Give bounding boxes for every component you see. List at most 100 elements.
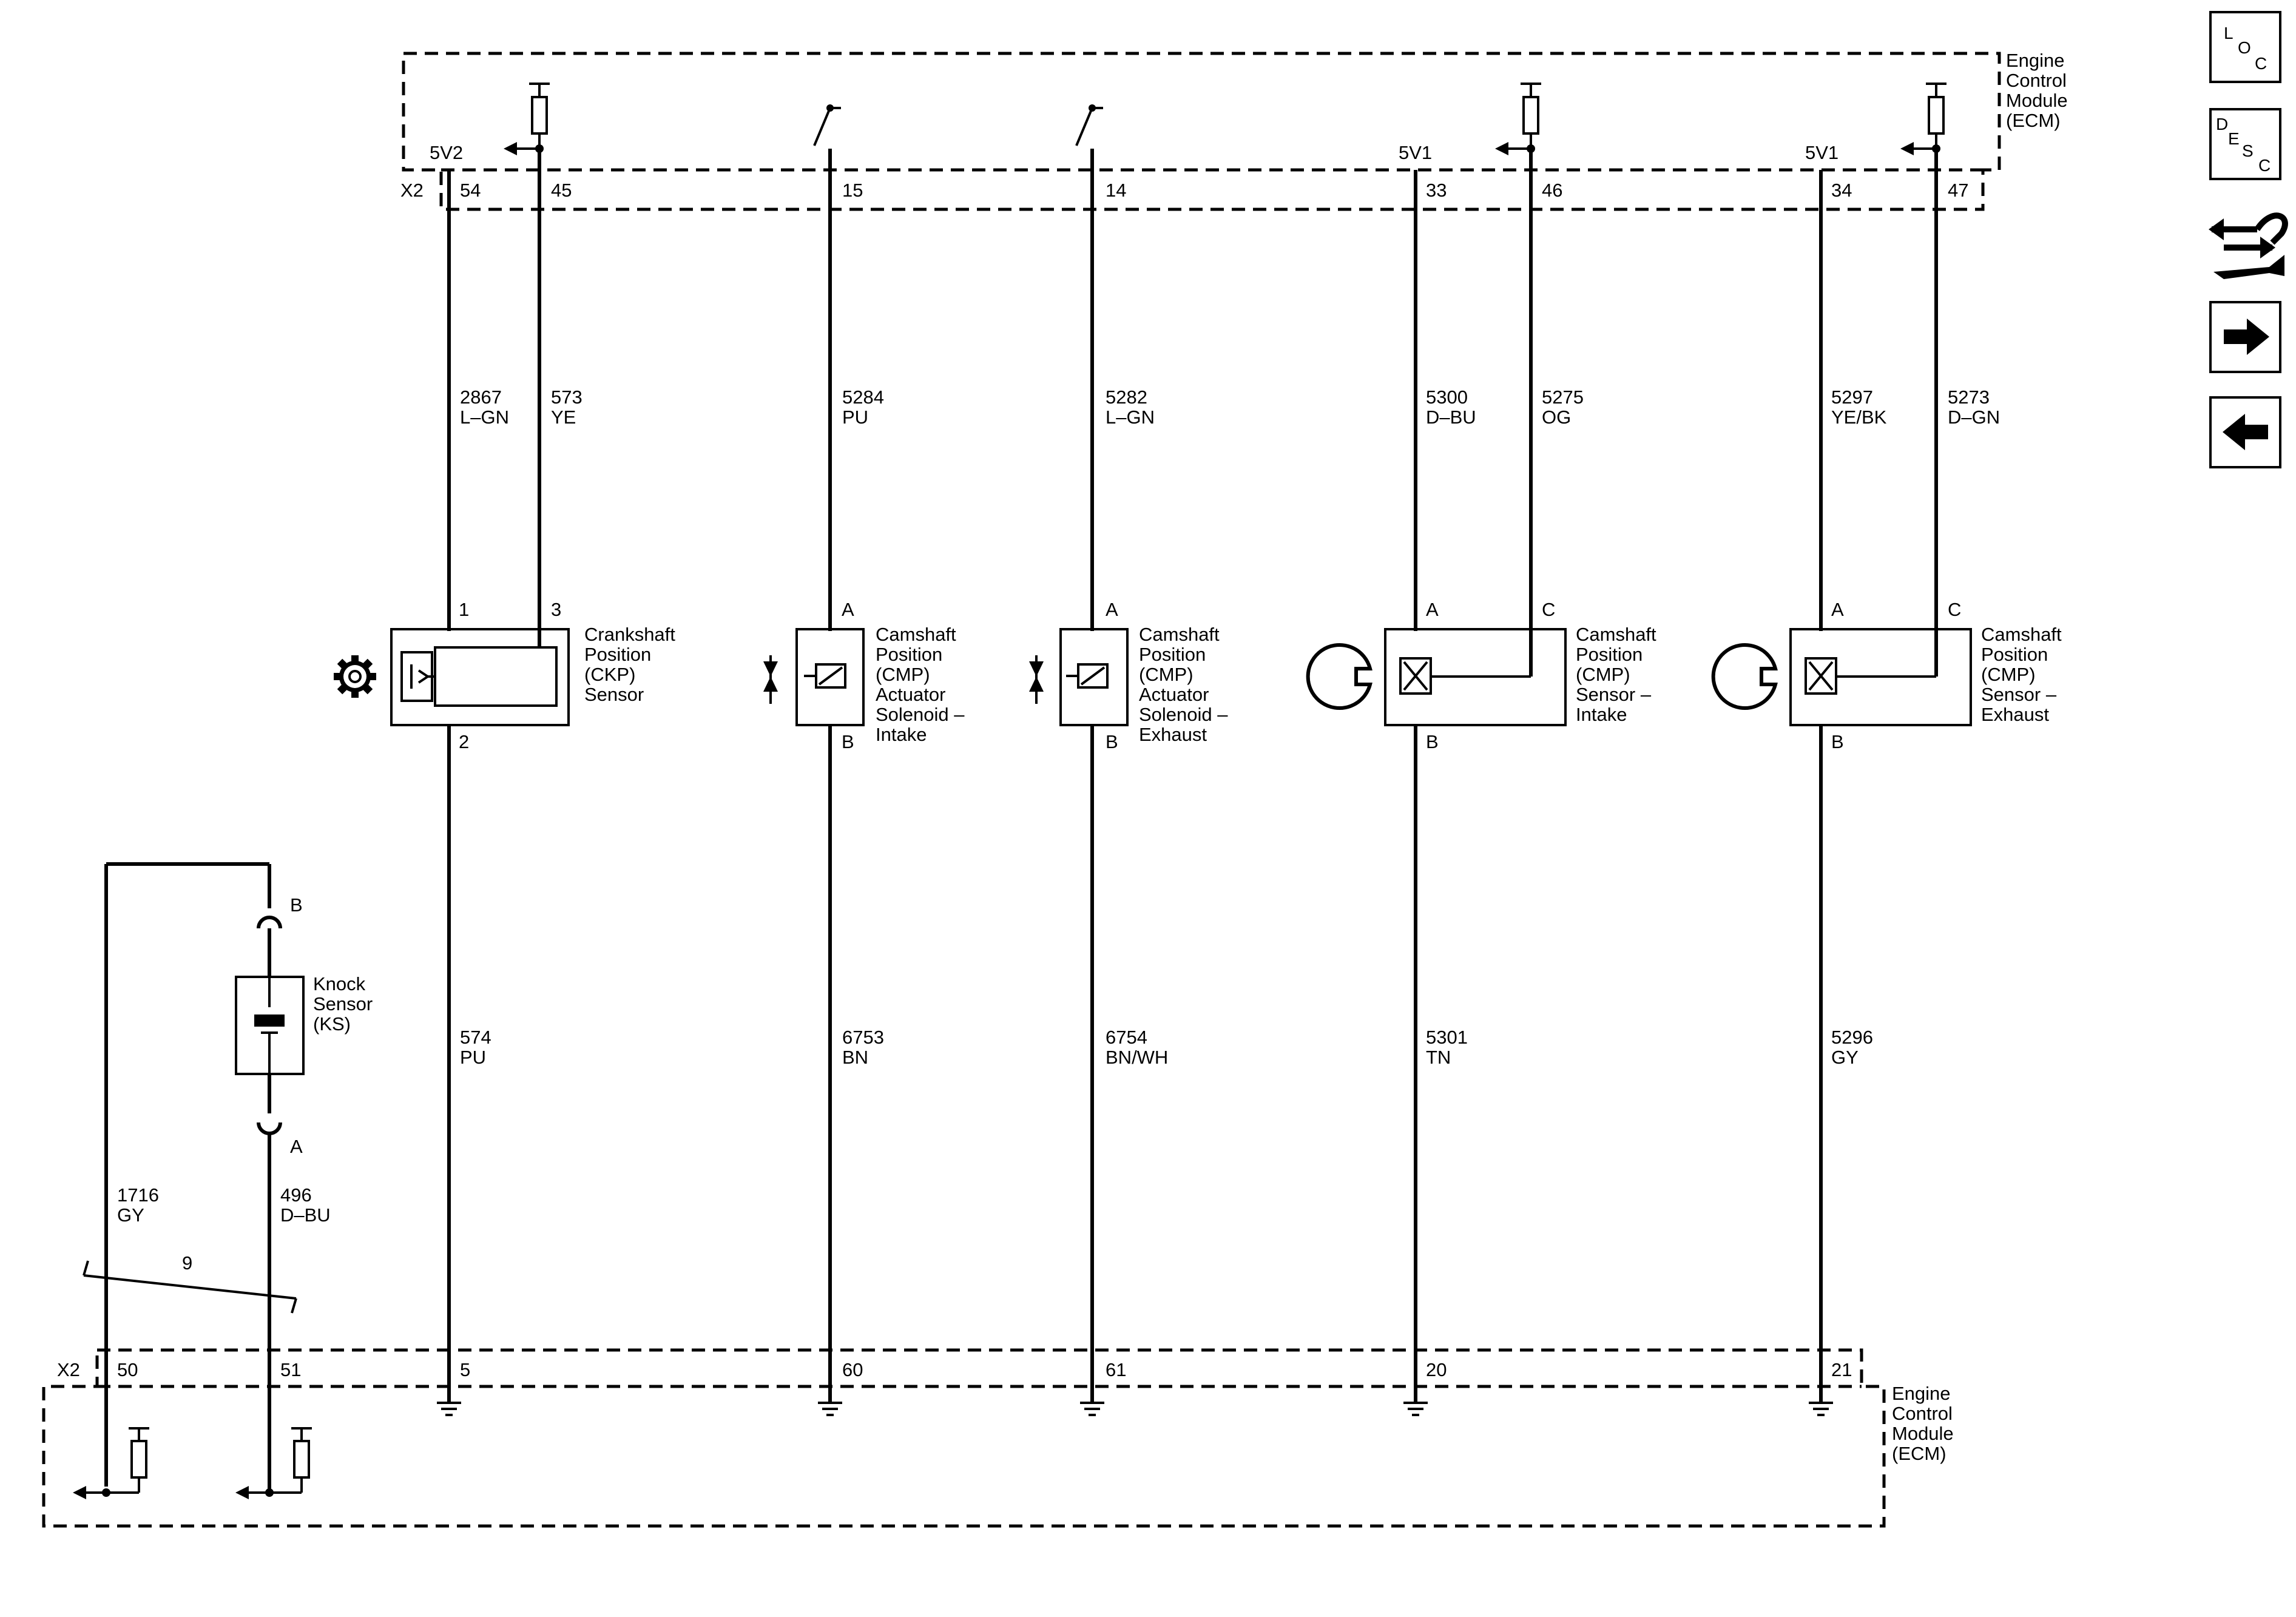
pin-60: 60 bbox=[842, 1359, 863, 1380]
cmp-intake-label-5: Intake bbox=[1576, 704, 1627, 725]
ecm-bottom-connector: X2 bbox=[57, 1359, 80, 1380]
pin-20: 20 bbox=[1426, 1359, 1447, 1380]
pin-21: 21 bbox=[1831, 1359, 1852, 1380]
pin-47: 47 bbox=[1948, 180, 1968, 201]
cmp-intake-label-1: Camshaft bbox=[1576, 624, 1656, 645]
supply-5v1-exhaust: 5V1 bbox=[1805, 142, 1838, 163]
knock-wire-labels: 1716 GY 496 D–BU bbox=[117, 1184, 331, 1226]
bias-resistor-51 bbox=[235, 1427, 312, 1499]
ecm-top-label-1: Engine bbox=[2006, 50, 2065, 71]
driver-switch-15 bbox=[813, 104, 841, 170]
knock-label-3: (KS) bbox=[313, 1013, 351, 1035]
reluctor-wheel-intake-icon bbox=[1306, 643, 1373, 710]
supply-5v2: 5V2 bbox=[430, 142, 463, 163]
ckp-label-2: Position bbox=[584, 644, 651, 665]
color-5284: PU bbox=[842, 407, 868, 428]
ground-pin-61 bbox=[1080, 1402, 1104, 1416]
ckp-pin-3: 3 bbox=[551, 599, 561, 620]
reluctor-wheel-exhaust-icon bbox=[1711, 643, 1778, 710]
pin-33: 33 bbox=[1426, 180, 1447, 201]
gear-icon bbox=[334, 655, 376, 698]
pullup-resistor-47 bbox=[1900, 83, 1947, 155]
pin-15: 15 bbox=[842, 180, 863, 201]
cmp-sensor-intake: A C B Camshaft Position (CMP) Sensor – I… bbox=[1384, 599, 1656, 752]
color-5300: D–BU bbox=[1426, 407, 1476, 428]
pullup-resistor-45 bbox=[504, 83, 550, 155]
ecm-bottom-module: X2 Engine Control Module (ECM) bbox=[42, 1348, 1954, 1528]
ckp-label-4: Sensor bbox=[584, 684, 644, 705]
circuit-5273: 5273 bbox=[1948, 387, 1990, 408]
knock-label-2: Sensor bbox=[313, 993, 373, 1014]
cmp-exhaust-label-4: Sensor – bbox=[1981, 684, 2057, 705]
cmp-act-intake-label-4: Actuator bbox=[876, 684, 945, 705]
connector-repair-icon[interactable] bbox=[2209, 212, 2288, 279]
cmp-intake-label-2: Position bbox=[1576, 644, 1643, 665]
arrow-right-icon[interactable] bbox=[2209, 301, 2281, 373]
ecm-top-label-2: Control bbox=[2006, 70, 2067, 91]
cmp-intake-pin-c: C bbox=[1542, 599, 1555, 620]
circuit-5300: 5300 bbox=[1426, 387, 1468, 408]
ckp-label-1: Crankshaft bbox=[584, 624, 675, 645]
cmp-intake-label-4: Sensor – bbox=[1576, 684, 1652, 705]
color-5273: D–GN bbox=[1948, 407, 2000, 428]
ecm-top-module: Engine Control Module (ECM) X2 5V2 5V1 5… bbox=[400, 50, 2068, 211]
desc-button[interactable]: D E S C bbox=[2209, 108, 2281, 180]
cmp-intake-pin-b: B bbox=[1426, 731, 1439, 752]
cmp-intake-label-3: (CMP) bbox=[1576, 664, 1630, 685]
circuit-1716: 1716 bbox=[117, 1184, 159, 1206]
desc-letter-c: C bbox=[2258, 156, 2271, 175]
cmp-intake-pin-a: A bbox=[1426, 599, 1439, 620]
cmp-exhaust-pin-c: C bbox=[1948, 599, 1961, 620]
cmp-act-exhaust-pin-a: A bbox=[1106, 599, 1118, 620]
knock-sensor: B A Knock Sensor (KS) bbox=[104, 862, 373, 1493]
cmp-act-intake-label-6: Intake bbox=[876, 724, 927, 745]
bias-resistor-50 bbox=[73, 1427, 149, 1499]
driver-switch-14 bbox=[1075, 104, 1103, 170]
ecm-top-label-3: Module bbox=[2006, 90, 2068, 111]
cmp-actuator-solenoid-intake: A B Camshaft Position (CMP) Actuator Sol… bbox=[763, 599, 965, 752]
cmp-act-intake-label-5: Solenoid – bbox=[876, 704, 965, 725]
cmp-act-intake-label-3: (CMP) bbox=[876, 664, 930, 685]
circuit-6754: 6754 bbox=[1106, 1027, 1147, 1048]
circuit-573: 573 bbox=[551, 387, 582, 408]
cmp-exhaust-pin-b: B bbox=[1831, 731, 1844, 752]
ground-pin-20 bbox=[1403, 1402, 1428, 1416]
cmp-act-exhaust-label-6: Exhaust bbox=[1139, 724, 1207, 745]
cmp-exhaust-label-1: Camshaft bbox=[1981, 624, 2062, 645]
circuit-5282: 5282 bbox=[1106, 387, 1147, 408]
supply-5v1-intake: 5V1 bbox=[1399, 142, 1432, 163]
circuit-5301: 5301 bbox=[1426, 1027, 1468, 1048]
pin-45: 45 bbox=[551, 180, 572, 201]
twisted-pair-marker: 9 bbox=[83, 1252, 297, 1314]
desc-letter-s: S bbox=[2242, 141, 2254, 160]
loc-button[interactable]: L O C bbox=[2209, 11, 2281, 83]
ground-pin-5 bbox=[437, 1402, 461, 1416]
lower-wire-labels: 574 PU 6753 BN 6754 BN/WH 5301 TN 5296 G… bbox=[460, 1027, 1873, 1068]
cmp-act-intake-pin-a: A bbox=[842, 599, 854, 620]
color-5297: YE/BK bbox=[1831, 407, 1887, 428]
pin-54: 54 bbox=[460, 180, 481, 201]
cmp-act-exhaust-label-2: Position bbox=[1139, 644, 1206, 665]
pin-51: 51 bbox=[280, 1359, 301, 1380]
color-6754: BN/WH bbox=[1106, 1047, 1168, 1068]
knock-pin-b: B bbox=[290, 894, 303, 916]
ckp-pin-1: 1 bbox=[459, 599, 469, 620]
color-496: D–BU bbox=[280, 1204, 331, 1226]
cmp-act-exhaust-label-4: Actuator bbox=[1139, 684, 1209, 705]
pin-46: 46 bbox=[1542, 180, 1562, 201]
circuit-6753: 6753 bbox=[842, 1027, 884, 1048]
color-6753: BN bbox=[842, 1047, 868, 1068]
cmp-exhaust-pin-a: A bbox=[1831, 599, 1844, 620]
bottom-pins: 50 51 5 60 61 20 21 bbox=[117, 1359, 1852, 1380]
color-5296: GY bbox=[1831, 1047, 1859, 1068]
arrow-left-icon[interactable] bbox=[2209, 396, 2281, 468]
circuit-5275: 5275 bbox=[1542, 387, 1584, 408]
loc-letter-o: O bbox=[2238, 38, 2251, 57]
color-5275: OG bbox=[1542, 407, 1571, 428]
knock-label-1: Knock bbox=[313, 973, 366, 994]
ground-pin-21 bbox=[1809, 1402, 1833, 1416]
upper-wire-labels: 2867 L–GN 573 YE 5284 PU 5282 L–GN 5300 … bbox=[460, 387, 2000, 428]
circuit-574: 574 bbox=[460, 1027, 491, 1048]
color-2867: L–GN bbox=[460, 407, 509, 428]
